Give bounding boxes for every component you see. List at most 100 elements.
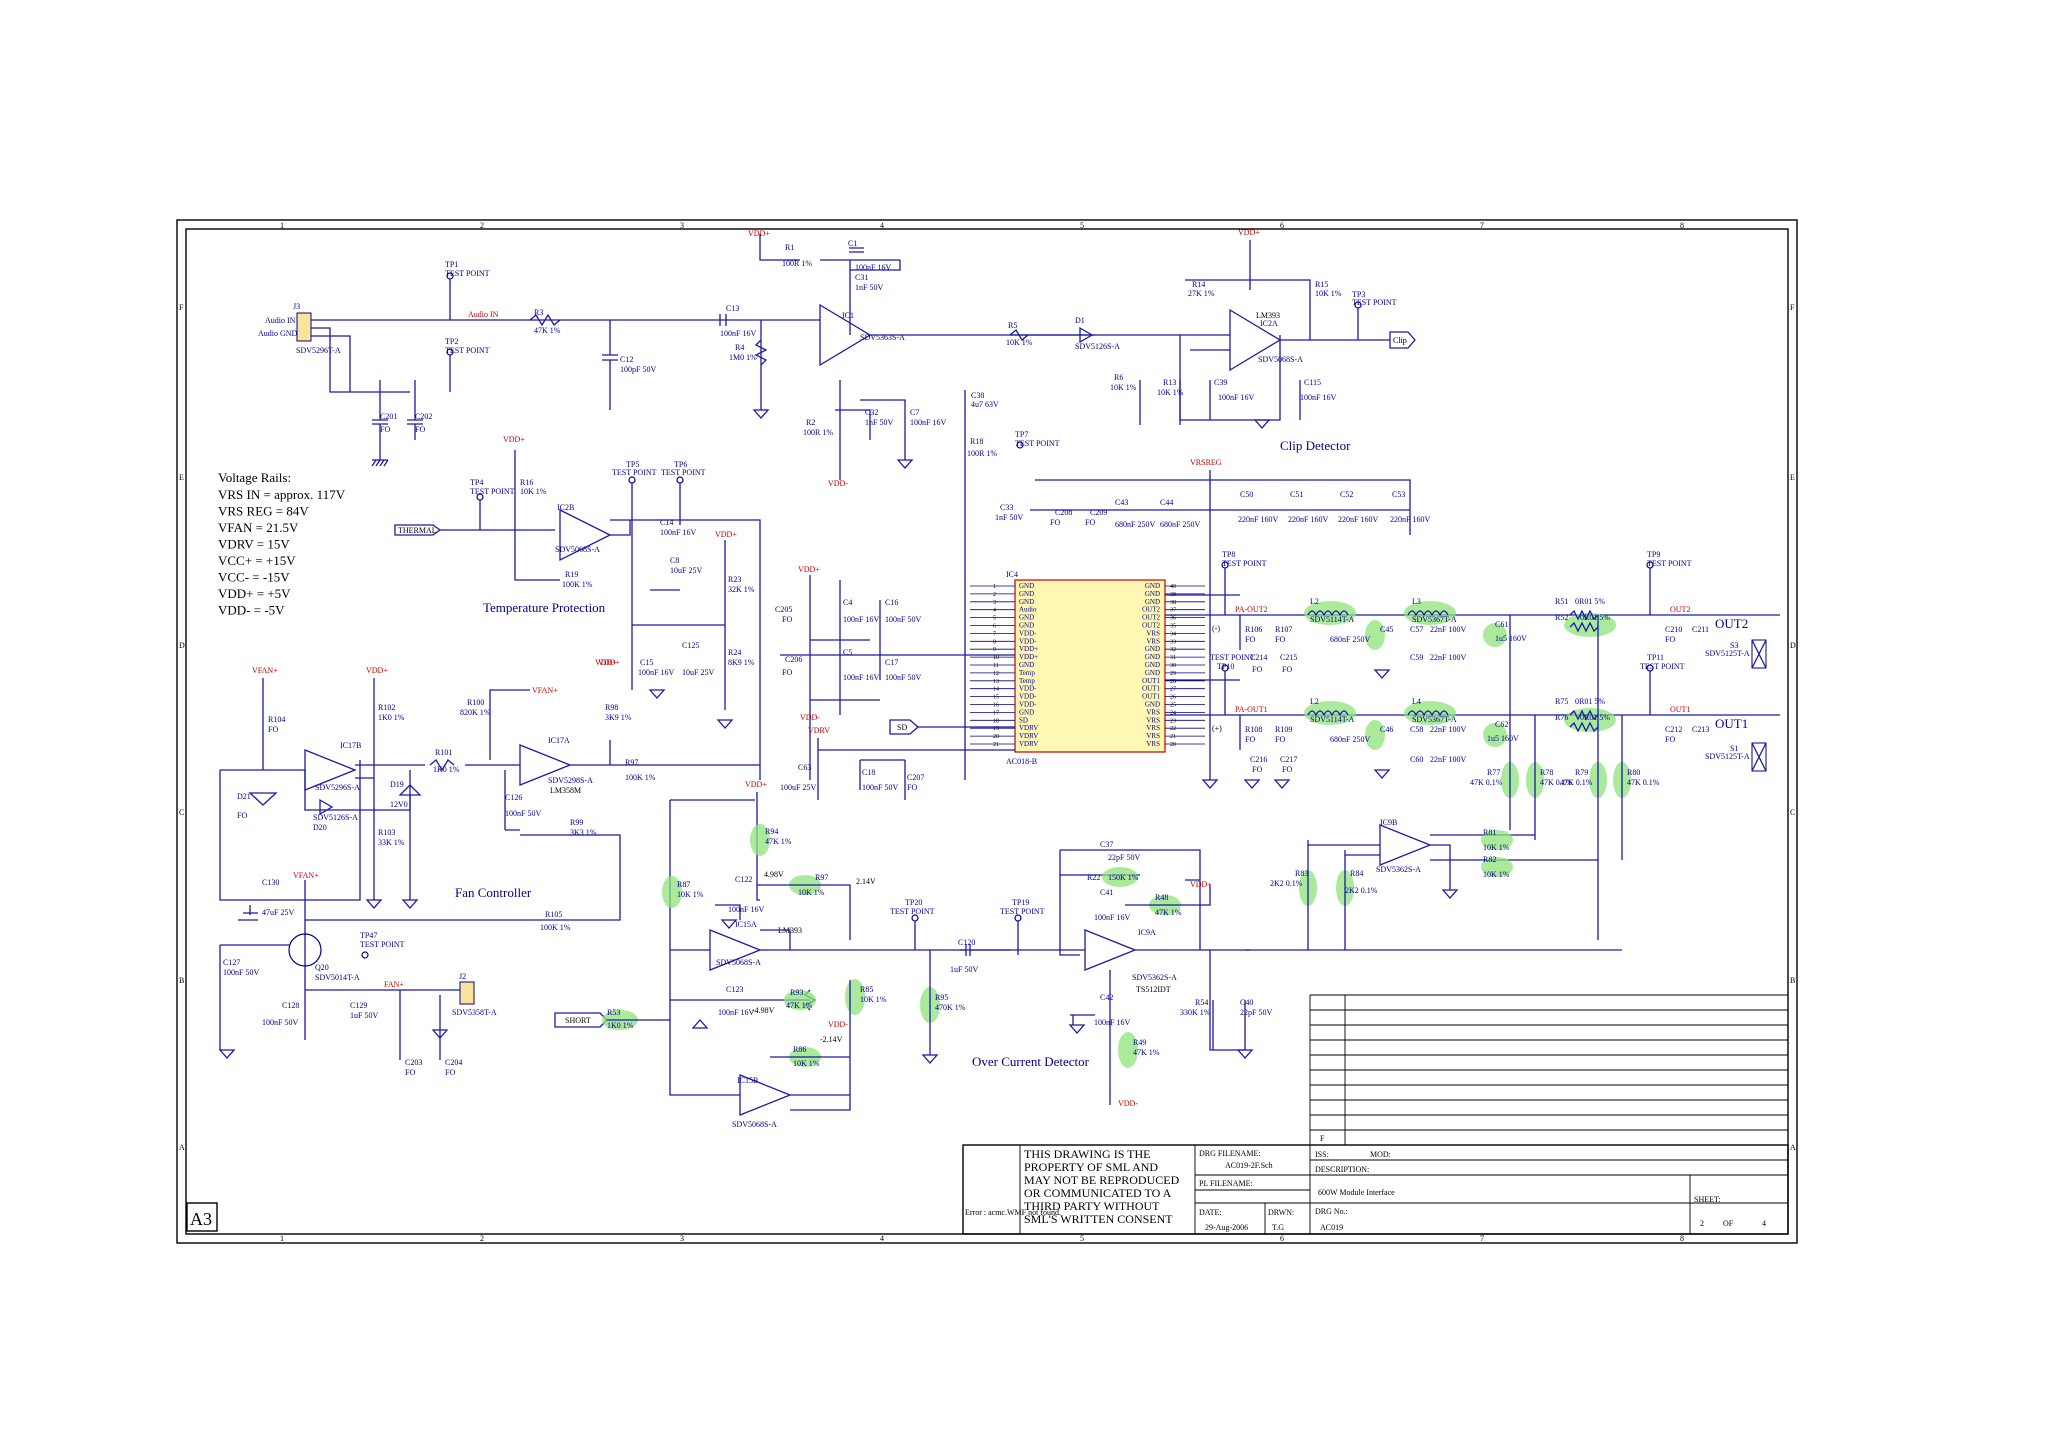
svg-text:1K0 1%: 1K0 1%: [433, 765, 460, 774]
ic4-right-pin: OUT1: [1142, 685, 1160, 693]
svg-text:47K 0.1%: 47K 0.1%: [1627, 778, 1660, 787]
svg-text:R77: R77: [1487, 768, 1500, 777]
svg-text:R14: R14: [1192, 280, 1205, 289]
border-row-letter: A: [1790, 1143, 1796, 1152]
svg-text:100nF 50V: 100nF 50V: [862, 783, 898, 792]
svg-text:C63: C63: [798, 763, 811, 772]
svg-text:10K 1%: 10K 1%: [677, 890, 704, 899]
svg-text:SDV5296S-A: SDV5296S-A: [315, 783, 360, 792]
lm358-label: LM358M: [550, 786, 581, 795]
svg-text:R95: R95: [935, 993, 948, 1002]
border-row-letter: D: [179, 641, 185, 650]
svg-text:TP9: TP9: [1647, 550, 1660, 559]
svg-text:C5: C5: [843, 648, 852, 657]
svg-text:SDV5068S-A: SDV5068S-A: [1258, 355, 1303, 364]
svg-text:1u5 160V: 1u5 160V: [1495, 634, 1527, 643]
svg-text:680nF 250V: 680nF 250V: [1330, 635, 1370, 644]
svg-text:C59: C59: [1410, 653, 1423, 662]
svg-text:FO: FO: [907, 783, 917, 792]
svg-text:C32: C32: [865, 408, 878, 417]
out2-label: OUT2: [1715, 616, 1748, 631]
ic4-pin-number: 25: [1170, 703, 1176, 709]
svg-text:4u7 63V: 4u7 63V: [971, 400, 999, 409]
svg-text:100nF 16V: 100nF 16V: [728, 905, 764, 914]
ic4-right-pin: VRS: [1146, 732, 1160, 740]
date-value: 29-Aug-2006: [1205, 1223, 1248, 1232]
svg-text:C125: C125: [682, 641, 699, 650]
svg-text:22nF 100V: 22nF 100V: [1430, 653, 1466, 662]
svg-text:C122: C122: [735, 875, 752, 884]
svg-text:C15: C15: [640, 658, 653, 667]
description-value: 600W Module Interface: [1318, 1188, 1395, 1197]
voltage-rail-line: VDD+ = +5V: [218, 586, 291, 601]
ic4-pin-number: 21: [1170, 734, 1176, 740]
svg-text:TP7: TP7: [1015, 430, 1028, 439]
svg-text:SDV5014T-A: SDV5014T-A: [315, 973, 360, 982]
svg-text:100R 1%: 100R 1%: [967, 449, 997, 458]
border-row-letter: C: [179, 808, 184, 817]
svg-text:TEST POINT: TEST POINT: [360, 940, 405, 949]
vdd-minus-ic9: VDD-: [1118, 1099, 1138, 1108]
svg-text:SDV5367T-A: SDV5367T-A: [1412, 615, 1457, 624]
svg-text:TEST POINT: TEST POINT: [1352, 298, 1397, 307]
svg-text:R109: R109: [1275, 725, 1292, 734]
ic15a-label: IC15A: [735, 920, 757, 929]
ic4-label: IC4: [1006, 570, 1018, 579]
notice-line: THIRD PARTY WITHOUT: [1024, 1199, 1160, 1213]
svg-text:TEST POINT: TEST POINT: [1222, 559, 1267, 568]
svg-text:0R01 5%: 0R01 5%: [1575, 697, 1605, 706]
svg-text:TP47: TP47: [360, 931, 377, 940]
svg-text:C127: C127: [223, 958, 240, 967]
svg-text:C202: C202: [415, 412, 432, 421]
ic4-pin-number: 7: [993, 631, 996, 637]
svg-text:R105: R105: [545, 910, 562, 919]
svg-text:C41: C41: [1100, 888, 1113, 897]
svg-text:R81: R81: [1483, 828, 1496, 837]
voltage-rail-line: VDD- = -5V: [218, 603, 285, 618]
lm393-top-label: LM393: [1256, 311, 1280, 320]
pa-out1-label: PA-OUT1: [1235, 705, 1268, 714]
ic4-pin-number: 22: [1170, 726, 1176, 732]
ic4-left-pin: VDRV: [1019, 724, 1038, 732]
svg-text:Error : acmc.WMF not found.: Error : acmc.WMF not found.: [965, 1208, 1061, 1217]
svg-text:C209: C209: [1090, 508, 1107, 517]
ic4-right-pin: GND: [1145, 582, 1160, 590]
svg-text:C206: C206: [785, 655, 802, 664]
date-label: DATE:: [1199, 1208, 1222, 1217]
border-col-number: 8: [1680, 221, 1684, 230]
svg-text:SDV5114T-A: SDV5114T-A: [1310, 715, 1355, 724]
fan-controller-title: Fan Controller: [455, 885, 532, 900]
svg-text:100nF 16V: 100nF 16V: [843, 615, 879, 624]
svg-text:R103: R103: [378, 828, 395, 837]
svg-text:R3: R3: [534, 308, 543, 317]
ic4-right-pin: OUT2: [1142, 614, 1160, 622]
pl-filename-label: PL FILENAME:: [1199, 1179, 1253, 1188]
svg-text:L4: L4: [1412, 697, 1421, 706]
sd-net-label: SD: [897, 723, 907, 732]
ic4-left-pin: GND: [1019, 582, 1034, 590]
svg-text:32K 1%: 32K 1%: [728, 585, 755, 594]
svg-text:R107: R107: [1275, 625, 1292, 634]
voltage-neg2v14: -2.14V: [820, 1035, 843, 1044]
svg-text:C212: C212: [1665, 725, 1682, 734]
svg-text:SDV5126S-A: SDV5126S-A: [313, 813, 358, 822]
ic4-pin-number: 3: [993, 600, 996, 606]
svg-text:22pF 50V: 22pF 50V: [1240, 1008, 1272, 1017]
ic4-right-pin: VRS: [1146, 629, 1160, 637]
border-col-number: 5: [1080, 221, 1084, 230]
over-current-title: Over Current Detector: [972, 1054, 1090, 1069]
svg-text:C51: C51: [1290, 490, 1303, 499]
border-col-number: 6: [1280, 1234, 1284, 1243]
svg-text:220nF 160V: 220nF 160V: [1338, 515, 1378, 524]
svg-text:R97: R97: [625, 758, 638, 767]
svg-text:R49: R49: [1133, 1038, 1146, 1047]
svg-text:22pF 50V: 22pF 50V: [1108, 853, 1140, 862]
svg-text:C7: C7: [910, 408, 919, 417]
svg-text:R76: R76: [1555, 713, 1568, 722]
ic4-pin-number: 30: [1170, 663, 1176, 669]
ic4-left-pin: VDD-: [1019, 629, 1037, 637]
svg-text:C207: C207: [907, 773, 924, 782]
svg-text:FO: FO: [1665, 635, 1675, 644]
